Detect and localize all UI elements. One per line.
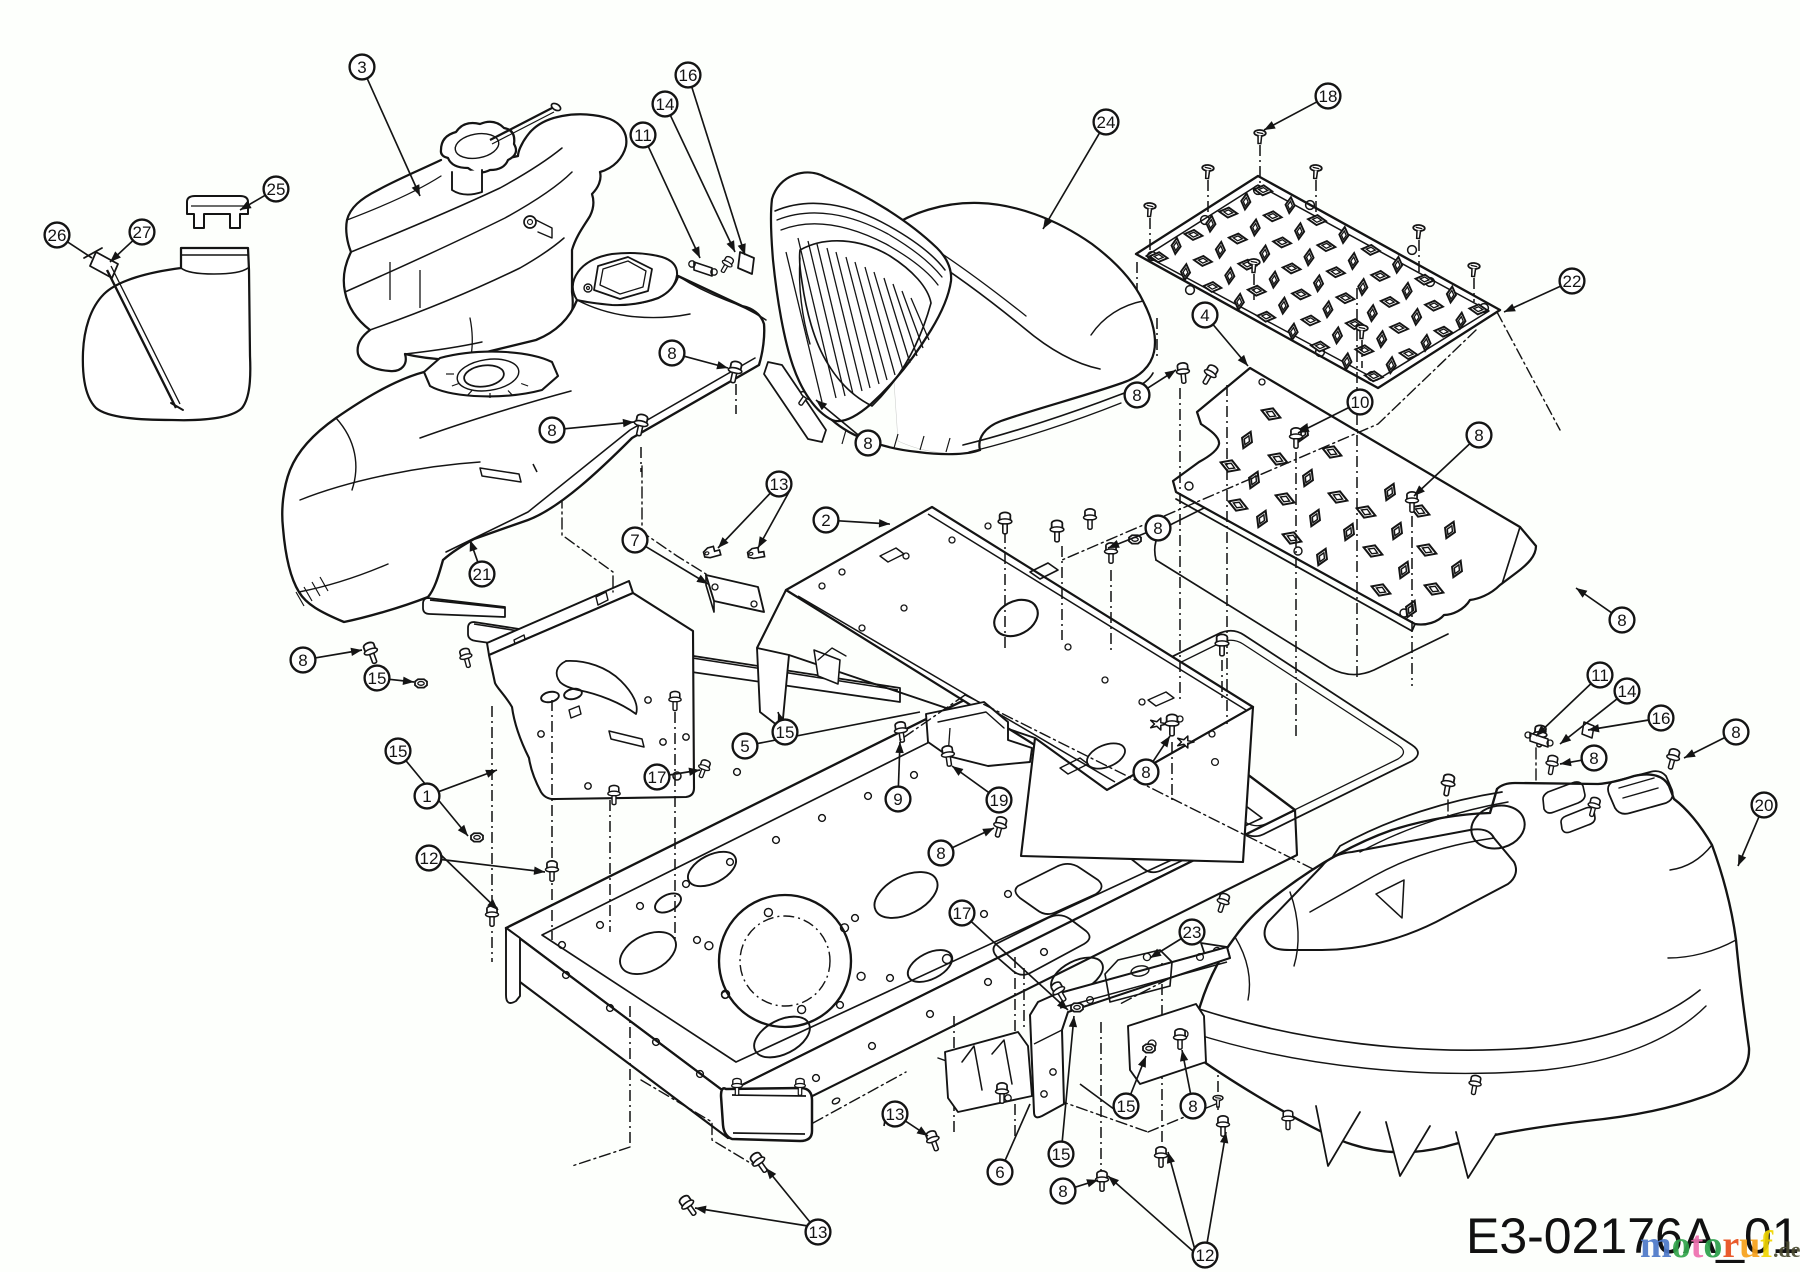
svg-text:9: 9 bbox=[893, 790, 902, 809]
svg-text:12: 12 bbox=[1196, 1246, 1215, 1265]
svg-text:8: 8 bbox=[547, 421, 556, 440]
svg-text:17: 17 bbox=[953, 904, 972, 923]
svg-text:5: 5 bbox=[740, 737, 749, 756]
svg-text:16: 16 bbox=[1652, 709, 1671, 728]
svg-text:20: 20 bbox=[1755, 796, 1774, 815]
svg-text:15: 15 bbox=[389, 742, 408, 761]
svg-text:15: 15 bbox=[1117, 1097, 1136, 1116]
svg-text:8: 8 bbox=[298, 651, 307, 670]
svg-text:motoruf.de: motoruf.de bbox=[1640, 1224, 1800, 1266]
svg-text:E3-02176A_01: E3-02176A_01 bbox=[1466, 1208, 1800, 1264]
svg-text:18: 18 bbox=[1319, 87, 1338, 106]
svg-text:16: 16 bbox=[679, 66, 698, 85]
svg-text:19: 19 bbox=[990, 791, 1009, 810]
svg-text:7: 7 bbox=[630, 531, 639, 550]
svg-text:11: 11 bbox=[634, 126, 652, 145]
svg-text:15: 15 bbox=[368, 669, 387, 688]
svg-text:8: 8 bbox=[863, 434, 872, 453]
svg-text:15: 15 bbox=[776, 723, 795, 742]
svg-text:22: 22 bbox=[1563, 272, 1582, 291]
svg-text:2: 2 bbox=[821, 511, 830, 530]
svg-text:8: 8 bbox=[667, 344, 676, 363]
svg-text:8: 8 bbox=[1731, 723, 1740, 742]
svg-text:4: 4 bbox=[1200, 306, 1209, 325]
svg-text:8: 8 bbox=[1617, 611, 1626, 630]
svg-text:1: 1 bbox=[422, 787, 431, 806]
svg-text:13: 13 bbox=[886, 1105, 905, 1124]
svg-text:11: 11 bbox=[1591, 666, 1609, 685]
svg-text:26: 26 bbox=[48, 226, 67, 245]
svg-text:14: 14 bbox=[1618, 682, 1637, 701]
svg-text:23: 23 bbox=[1183, 923, 1202, 942]
svg-text:8: 8 bbox=[936, 844, 945, 863]
svg-text:6: 6 bbox=[995, 1163, 1004, 1182]
svg-text:8: 8 bbox=[1474, 426, 1483, 445]
svg-text:8: 8 bbox=[1589, 749, 1598, 768]
svg-text:24: 24 bbox=[1097, 113, 1116, 132]
svg-text:3: 3 bbox=[357, 58, 366, 77]
svg-text:8: 8 bbox=[1153, 519, 1162, 538]
svg-text:10: 10 bbox=[1351, 393, 1370, 412]
svg-text:15: 15 bbox=[1052, 1145, 1071, 1164]
svg-text:8: 8 bbox=[1141, 763, 1150, 782]
svg-text:14: 14 bbox=[656, 95, 675, 114]
svg-text:27: 27 bbox=[133, 223, 152, 242]
svg-text:8: 8 bbox=[1058, 1182, 1067, 1201]
svg-text:13: 13 bbox=[770, 475, 789, 494]
svg-text:8: 8 bbox=[1188, 1097, 1197, 1116]
svg-text:13: 13 bbox=[809, 1223, 828, 1242]
svg-text:21: 21 bbox=[473, 565, 492, 584]
svg-text:25: 25 bbox=[267, 180, 286, 199]
svg-text:8: 8 bbox=[1132, 386, 1141, 405]
svg-text:17: 17 bbox=[648, 768, 667, 787]
svg-text:12: 12 bbox=[420, 849, 439, 868]
